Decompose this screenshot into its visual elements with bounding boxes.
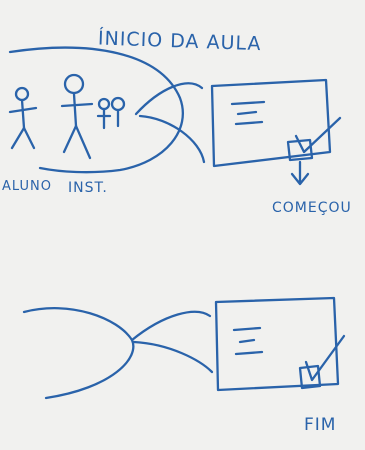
upper-connector-b — [140, 116, 204, 162]
lower-connector-b — [134, 342, 212, 372]
small-figures — [98, 98, 124, 128]
started-label: COMEÇOU — [272, 200, 352, 216]
student-figure — [10, 88, 36, 148]
lower-arc — [24, 308, 133, 398]
upper-connector-a — [136, 83, 202, 114]
instructor-label: INST. — [68, 180, 108, 196]
student-label: ALUNO — [2, 179, 52, 194]
instructor-figure — [62, 75, 92, 158]
upper-down-arrow — [292, 162, 308, 184]
upper-encircling-arc — [10, 48, 183, 173]
sketch-title: ÍNICIO DA AULA — [98, 26, 262, 55]
lower-connector-a — [132, 312, 210, 340]
end-label: FIM — [304, 415, 336, 435]
